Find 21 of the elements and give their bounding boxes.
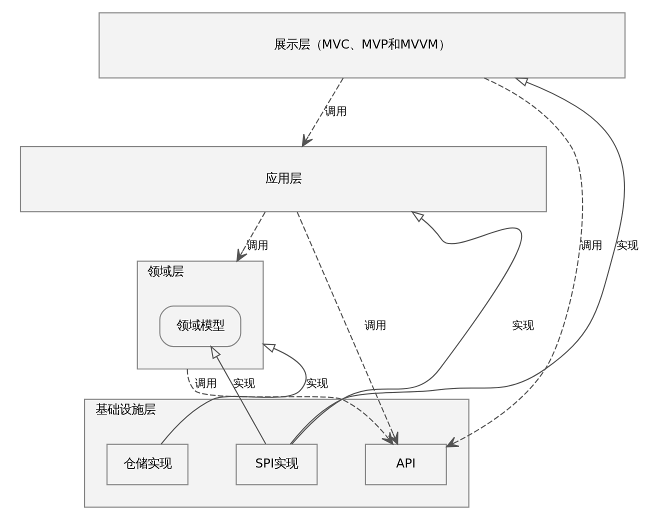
edge-label: 调用 <box>324 105 347 118</box>
arrow <box>210 345 266 444</box>
edge-label: 调用 <box>364 319 386 332</box>
node-box: 仓储实现 <box>106 444 188 486</box>
edge-label: 实现 <box>306 376 328 390</box>
node-box: 应用层 <box>19 146 546 212</box>
edge-label: 实现 <box>511 319 534 332</box>
node-box: SPI实现 <box>235 444 318 486</box>
node-box: 领域模型 <box>158 306 241 348</box>
edge-label: 调用 <box>580 238 602 252</box>
arrow <box>236 212 266 262</box>
arrow <box>446 78 582 448</box>
node-box: 展示层（MVC、MVP和MVVM） <box>98 12 626 79</box>
edge-label: 实现 <box>232 376 255 390</box>
node-box: API <box>364 444 446 486</box>
arrow <box>186 368 393 445</box>
edge-label: 调用 <box>246 238 268 252</box>
arrow <box>301 78 344 147</box>
edge-label: 实现 <box>616 238 638 252</box>
arrow <box>160 344 306 444</box>
edge-label: 调用 <box>194 376 216 390</box>
